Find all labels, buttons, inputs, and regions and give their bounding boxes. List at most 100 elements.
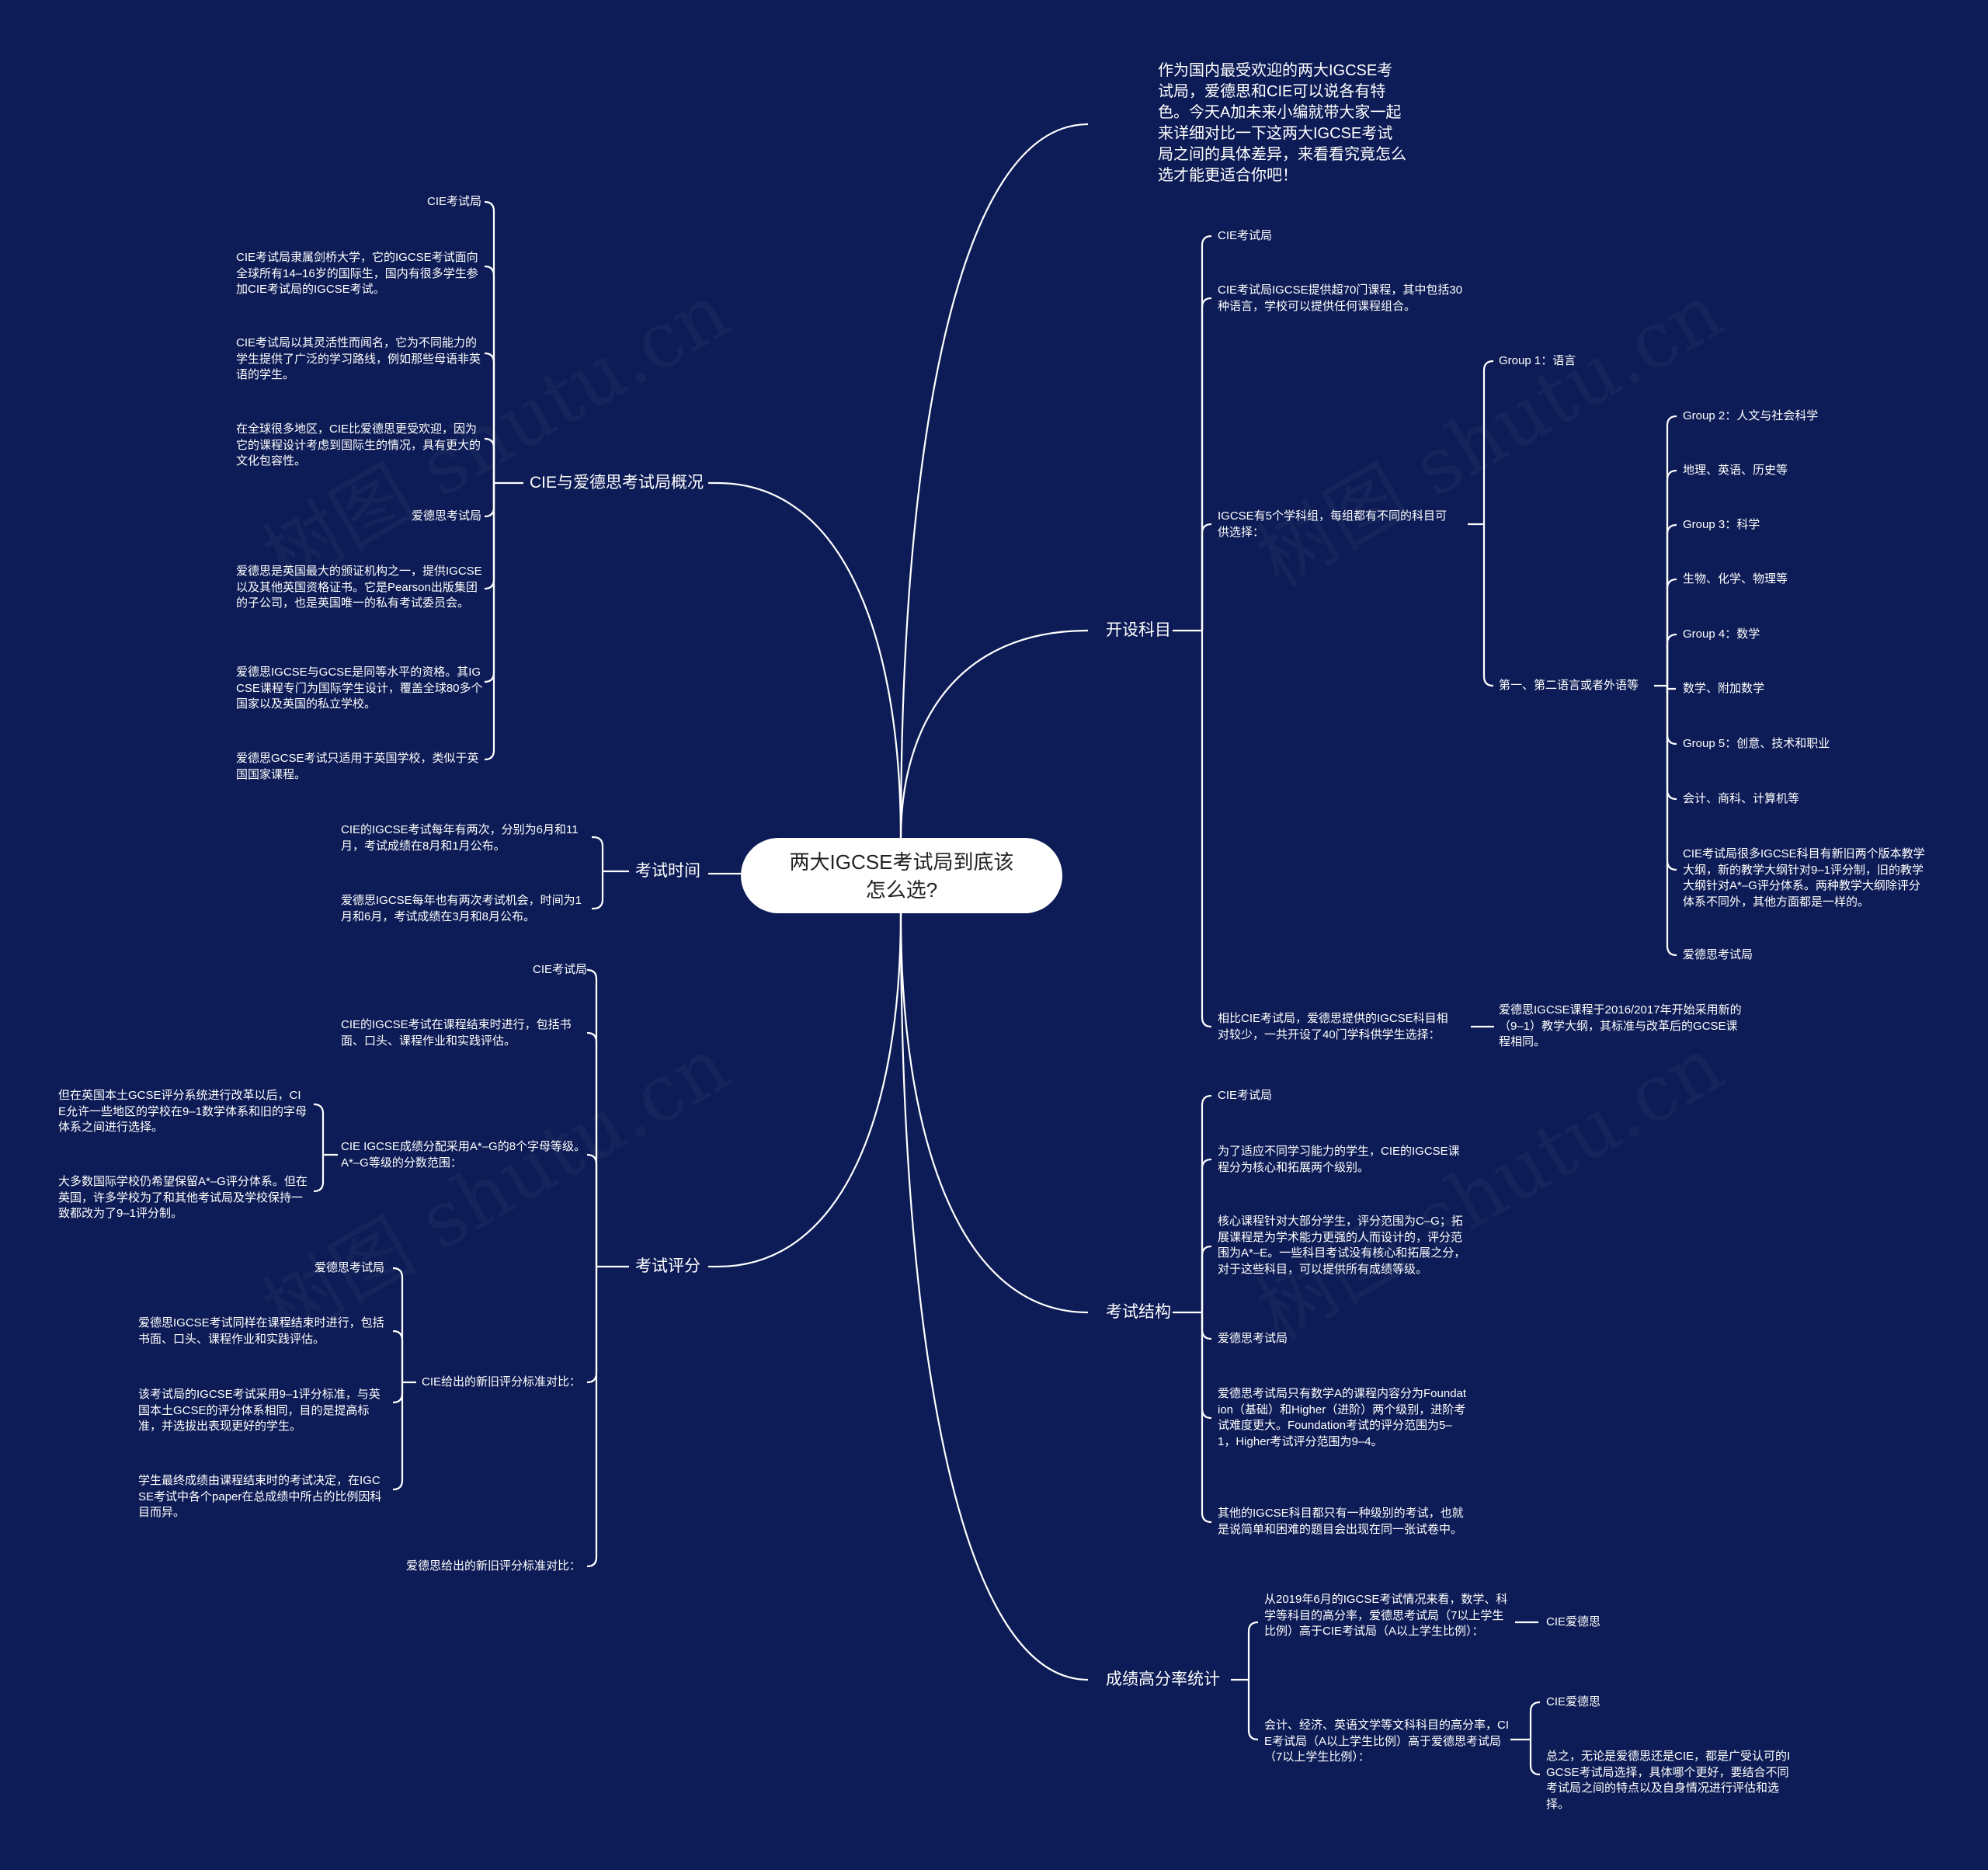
- subjects-subitem[interactable]: 爱德思IGCSE课程于2016/2017年开始采用新的（9–1）教学大纲，其标准…: [1499, 1003, 1742, 1048]
- grading-subitem[interactable]: 该考试局的IGCSE考试采用9–1评分标准，与英国本土GCSE的评分体系相同，目…: [138, 1388, 381, 1433]
- bracket-tick: [586, 968, 598, 1267]
- overview-item[interactable]: CIE考试局以其灵活性而闻名，它为不同能力的学生提供了广泛的学习路线，例如那些母…: [236, 336, 481, 381]
- subjects-item[interactable]: CIE考试局: [1218, 229, 1273, 242]
- root-title-line2: 怎么选?: [865, 878, 938, 902]
- bracket-tick: [1247, 1621, 1259, 1680]
- subject-detail[interactable]: CIE考试局很多IGCSE科目有新旧两个版本教学大纲，新的教学大纲针对9–1评分…: [1683, 847, 1925, 909]
- bracket-tick: [1201, 631, 1212, 1028]
- bracket-tick: [1666, 523, 1677, 686]
- subject-detail[interactable]: 会计、商科、计算机等: [1683, 792, 1800, 805]
- bracket-tick: [586, 1153, 598, 1267]
- bracket-tick: [484, 265, 495, 483]
- subjects-item[interactable]: IGCSE有5个学科组，每组都有不同的科目可供选择：: [1218, 509, 1448, 539]
- exam-time-item[interactable]: CIE的IGCSE考试每年有两次，分别为6月和11月，考试成绩在8月和1月公布。: [341, 823, 579, 853]
- bracket-tick: [1201, 1158, 1212, 1312]
- grading-item[interactable]: CIE给出的新旧评分标准对比：: [421, 1375, 581, 1389]
- stats-subitem[interactable]: CIE爱德思: [1546, 1695, 1601, 1708]
- bracket-tick: [1666, 469, 1677, 686]
- bracket-tick: [1666, 578, 1677, 686]
- branch-subjects[interactable]: 开设科目: [1106, 621, 1171, 639]
- bracket-tick: [592, 836, 604, 871]
- subjects-item[interactable]: 相比CIE考试局，爱德思提供的IGCSE科目相对较少，一共开设了40门学科供学生…: [1218, 1012, 1448, 1041]
- branch-overview[interactable]: CIE与爱德思考试局概况: [530, 474, 704, 492]
- bracket-tick: [484, 483, 495, 518]
- grading-item[interactable]: CIE IGCSE成绩分配采用A*–G的8个字母等级。A*–G等级的分数范围：: [341, 1140, 586, 1170]
- stats-item[interactable]: 会计、经济、英语文学等文科科目的高分率，CIE考试局（A以上学生比例）高于爱德思…: [1264, 1719, 1510, 1764]
- overview-item[interactable]: 爱德思IGCSE与GCSE是同等水平的资格。其IGCSE课程专门为国际学生设计，…: [236, 666, 483, 711]
- structure-item[interactable]: 为了适应不同学习能力的学生，CIE的IGCSE课程分为核心和拓展两个级别。: [1218, 1145, 1460, 1174]
- subject-detail[interactable]: 数学、附加数学: [1683, 682, 1765, 695]
- bracket-tick: [1201, 235, 1212, 631]
- exam-time-item[interactable]: 爱德思IGCSE每年也有两次考试机会，时间为1月和6月，考试成绩在3月和8月公布…: [341, 894, 582, 923]
- bracket-tick: [1201, 297, 1212, 631]
- bracket-tick: [484, 352, 495, 483]
- bracket-tick: [313, 1155, 325, 1193]
- branch-exam-time[interactable]: 考试时间: [635, 862, 700, 880]
- subject-detail[interactable]: Group 3：科学: [1683, 518, 1760, 531]
- overview-item[interactable]: CIE考试局: [426, 195, 481, 208]
- grading-subitem[interactable]: 爱德思IGCSE考试同样在课程结束时进行，包括书面、口头、课程作业和实践评估。: [138, 1316, 384, 1346]
- bracket-tick: [1201, 1312, 1212, 1524]
- bracket-tick: [392, 1330, 404, 1382]
- branch-curve: [717, 912, 902, 1268]
- bracket-tick: [1529, 1740, 1541, 1776]
- overview-item[interactable]: 爱德思是英国最大的颁证机构之一，提供IGCSE以及其他英国资格证书。它是Pear…: [236, 565, 482, 610]
- branch-grading[interactable]: 考试评分: [635, 1257, 700, 1275]
- grading-subitem[interactable]: 大多数国际学校仍希望保留A*–G评分体系。但在英国，许多学校为了和其他考试局及学…: [58, 1175, 308, 1220]
- subject-group[interactable]: Group 1：语言: [1499, 354, 1576, 367]
- branch-curve: [899, 629, 1089, 839]
- bracket-tick: [1666, 686, 1677, 871]
- bracket-tick: [586, 1267, 598, 1568]
- branch-curve: [899, 912, 1089, 1314]
- overview-item[interactable]: CIE考试局隶属剑桥大学，它的IGCSE考试面向全球所有14–16岁的国际生，国…: [236, 251, 478, 296]
- subjects-item[interactable]: CIE考试局IGCSE提供超70门课程，其中包括30种语言，学校可以提供任何课程…: [1218, 283, 1463, 313]
- stats-subitem[interactable]: CIE爱德思: [1546, 1615, 1601, 1628]
- bracket-tick: [592, 871, 604, 910]
- bracket-tick: [484, 483, 495, 590]
- root-title-line1: 两大IGCSE考试局到底该: [789, 850, 1014, 874]
- bracket-tick: [1201, 1094, 1212, 1312]
- bracket-tick: [1666, 686, 1677, 957]
- bracket-tick: [1201, 1312, 1212, 1340]
- bracket-tick: [1482, 360, 1494, 524]
- intro-text[interactable]: 作为国内最受欢迎的两大IGCSE考试局，爱德思和CIE可以说各有特色。今天A加未…: [1158, 62, 1406, 184]
- grading-item[interactable]: 爱德思给出的新旧评分标准对比：: [405, 1559, 581, 1573]
- overview-item[interactable]: 爱德思GCSE考试只适用于英国学校，类似于英国国家课程。: [236, 752, 479, 781]
- stats-subitem[interactable]: 总之，无论是爱德思还是CIE，都是广受认可的IGCSE考试局选择，具体哪个更好，…: [1546, 1750, 1791, 1811]
- bracket-tick: [1247, 1680, 1259, 1741]
- root-topic[interactable]: 两大IGCSE考试局到底该 怎么选?: [741, 838, 1062, 913]
- bracket-tick: [392, 1267, 404, 1382]
- grading-subitem[interactable]: 爱德思考试局: [314, 1261, 384, 1274]
- bracket-tick: [586, 1267, 598, 1384]
- grading-item[interactable]: CIE考试局: [532, 963, 587, 976]
- bracket-tick: [484, 200, 495, 483]
- bracket-tick: [484, 483, 495, 761]
- bracket-tick: [1201, 1245, 1212, 1312]
- structure-item[interactable]: 爱德思考试局: [1218, 1332, 1288, 1345]
- bracket-tick: [392, 1382, 404, 1491]
- structure-item[interactable]: 其他的IGCSE科目都只有一种级别的考试，也就是说简单和困难的题目会出现在同一张…: [1218, 1507, 1464, 1536]
- branch-structure[interactable]: 考试结构: [1106, 1303, 1171, 1321]
- structure-item[interactable]: CIE考试局: [1218, 1089, 1273, 1102]
- bracket-tick: [484, 437, 495, 483]
- grading-item[interactable]: CIE的IGCSE考试在课程结束时进行，包括书面、口头、课程作业和实践评估。: [341, 1018, 572, 1048]
- bracket-tick: [313, 1103, 325, 1155]
- branch-stats[interactable]: 成绩高分率统计: [1106, 1670, 1220, 1688]
- structure-item[interactable]: 核心课程针对大部分学生，评分范围为C–G；拓展课程是为学术能力更强的人而设计的，…: [1218, 1215, 1466, 1276]
- subject-detail[interactable]: 地理、英语、历史等: [1683, 464, 1788, 477]
- overview-item[interactable]: 在全球很多地区，CIE比爱德思更受欢迎，因为它的课程设计考虑到国际生的情况，具有…: [236, 422, 481, 467]
- subject-group[interactable]: 第一、第二语言或者外语等: [1499, 679, 1639, 692]
- grading-subitem[interactable]: 学生最终成绩由课程结束时的考试决定，在IGCSE考试中各个paper在总成绩中所…: [138, 1474, 382, 1519]
- stats-item[interactable]: 从2019年6月的IGCSE考试情况来看，数学、科学等科目的高分率，爱德思考试局…: [1264, 1593, 1508, 1638]
- overview-item[interactable]: 爱德思考试局: [411, 509, 481, 523]
- subject-detail[interactable]: 生物、化学、物理等: [1683, 572, 1788, 586]
- subject-detail[interactable]: Group 4：数学: [1683, 627, 1760, 641]
- branch-curve: [717, 481, 902, 839]
- subject-detail[interactable]: Group 5：创意、技术和职业: [1683, 737, 1830, 750]
- subject-detail[interactable]: Group 2：人文与社会科学: [1683, 409, 1819, 422]
- branch-curve: [899, 912, 1089, 1681]
- subject-detail[interactable]: 爱德思考试局: [1683, 948, 1753, 961]
- grading-subitem[interactable]: 但在英国本土GCSE评分系统进行改革以后，CIE允许一些地区的学校在9–1数学体…: [58, 1089, 308, 1134]
- structure-item[interactable]: 爱德思考试局只有数学A的课程内容分为Foundation（基础）和Higher（…: [1218, 1387, 1467, 1448]
